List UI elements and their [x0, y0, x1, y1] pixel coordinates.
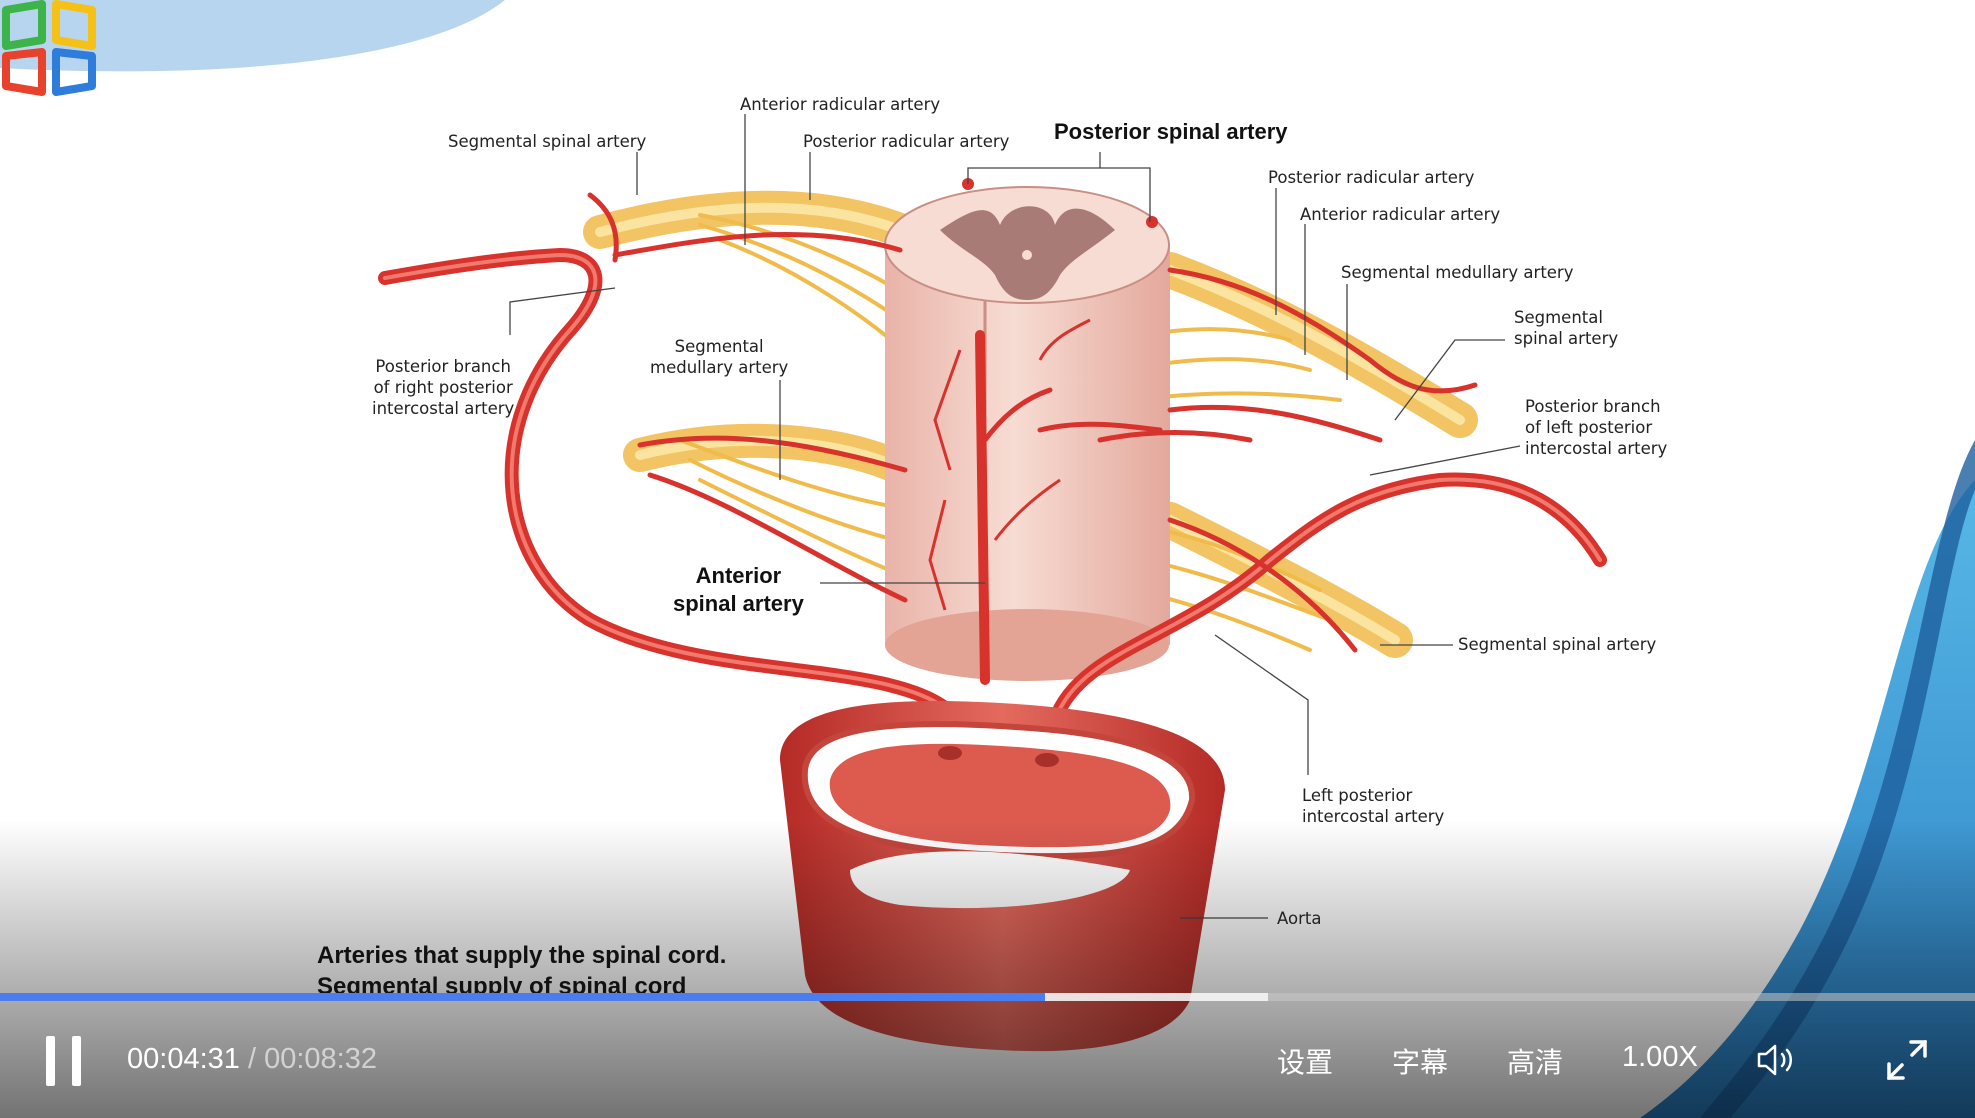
- volume-icon: [1757, 1044, 1792, 1076]
- label-segmental-spinal-artery-lower: Segmental spinal artery: [1458, 635, 1657, 654]
- slide-caption: Arteries that supply the spinal cord. Se…: [317, 942, 727, 1000]
- label-posterior-radicular-artery-right: Posterior radicular artery: [1268, 168, 1475, 187]
- time-separator: /: [247, 1043, 257, 1075]
- total-time: 00:08:32: [264, 1043, 377, 1075]
- arteries: [378, 178, 1607, 727]
- label-segmental-medullary-artery-left: Segmental medullary artery: [650, 337, 789, 377]
- controls-gradient: [0, 820, 1975, 1118]
- pause-button[interactable]: [46, 1036, 82, 1086]
- label-segmental-medullary-artery-right: Segmental medullary artery: [1341, 263, 1574, 282]
- label-anterior-spinal-artery: Anterior spinal artery: [673, 563, 804, 616]
- label-left-posterior-intercostal-artery: Left posterior intercostal artery: [1302, 786, 1445, 826]
- label-anterior-radicular-artery: Anterior radicular artery: [740, 95, 941, 114]
- playback-speed-button[interactable]: 1.00X: [1622, 1041, 1698, 1073]
- fullscreen-button[interactable]: [1885, 1038, 1929, 1082]
- pause-icon: [46, 1036, 55, 1086]
- label-anterior-radicular-artery-right: Anterior radicular artery: [1300, 205, 1501, 224]
- label-segmental-spinal-artery: Segmental spinal artery: [448, 132, 647, 151]
- progress-bar[interactable]: [0, 993, 1975, 1001]
- app-logo: [2, 0, 96, 96]
- fullscreen-icon: [1887, 1040, 1927, 1080]
- progress-played: [0, 993, 1045, 1001]
- decor-blob-top-left: [0, 0, 505, 72]
- subtitles-button[interactable]: 字幕: [1392, 1046, 1449, 1079]
- label-posterior-branch-right: Posterior branch of right posterior inte…: [372, 357, 515, 418]
- label-aorta: Aorta: [1277, 909, 1322, 928]
- label-segmental-spinal-artery-right: Segmental spinal artery: [1514, 308, 1619, 348]
- time-display: 00:04:31 / 00:08:32: [127, 1043, 377, 1076]
- label-posterior-radicular-artery: Posterior radicular artery: [803, 132, 1010, 151]
- quality-button[interactable]: 高清: [1507, 1046, 1564, 1079]
- settings-button[interactable]: 设置: [1277, 1046, 1334, 1079]
- label-posterior-branch-left: Posterior branch of left posterior inter…: [1525, 397, 1668, 458]
- leader-lines: [509, 114, 1521, 919]
- volume-button[interactable]: [1755, 1040, 1799, 1080]
- label-posterior-spinal-artery: Posterior spinal artery: [1054, 119, 1288, 144]
- current-time: 00:04:31: [127, 1043, 240, 1075]
